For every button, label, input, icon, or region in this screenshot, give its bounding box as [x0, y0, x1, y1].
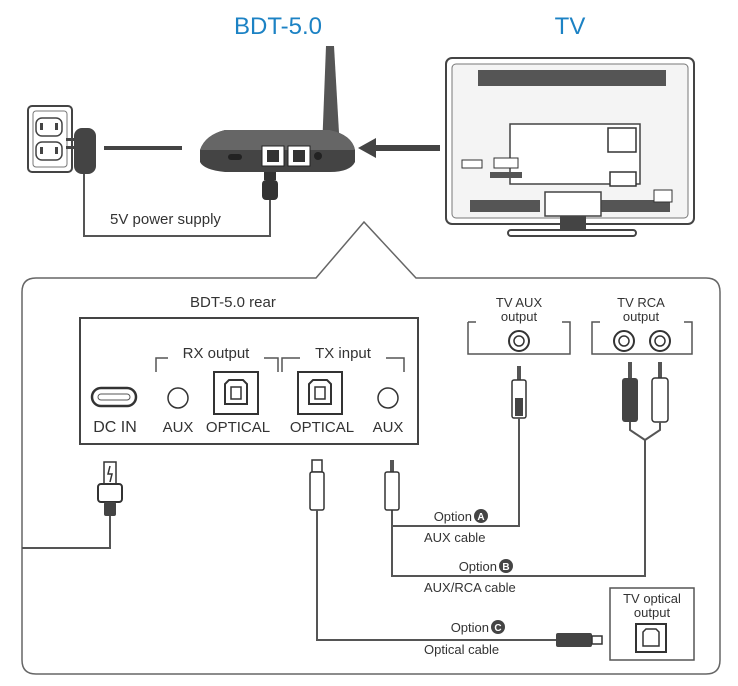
tv-optical-label-1: TV optical — [623, 591, 681, 606]
option-a-label: Option — [434, 509, 472, 524]
aux-plug-icon — [511, 366, 527, 419]
option-c-cable — [316, 510, 556, 641]
rx-aux-label: AUX — [163, 419, 194, 436]
option-b-badge: B — [502, 562, 509, 573]
tx-optical-port-icon — [297, 371, 343, 415]
tx-aux-label: AUX — [373, 419, 404, 436]
option-a-cable-label: AUX cable — [424, 530, 485, 545]
power-adapter-icon — [66, 128, 96, 174]
dc-in-label: DC IN — [93, 419, 137, 436]
bdt-device-icon — [200, 46, 355, 172]
rx-bracket — [155, 357, 279, 372]
tv-optical-port-icon — [635, 623, 667, 653]
callout-frame — [21, 220, 721, 675]
option-b-label: Option — [459, 559, 497, 574]
wall-outlet-icon — [27, 105, 73, 173]
tv-rca-box — [591, 321, 693, 355]
tv-rca-label-1: TV RCA — [617, 295, 665, 310]
optical-plug-panel-icon — [309, 459, 325, 511]
rx-optical-label: OPTICAL — [206, 419, 270, 436]
option-a-badge: A — [477, 512, 484, 523]
power-dash — [104, 146, 182, 150]
tv-aux-label-2: output — [501, 309, 538, 324]
aux-plug-panel-icon — [384, 460, 400, 511]
tx-aux-port-icon — [377, 387, 399, 409]
option-b-cable-label: AUX/RCA cable — [424, 580, 516, 595]
power-supply-label: 5V power supply — [110, 211, 221, 228]
dc-cable — [22, 516, 111, 549]
dc-plug-icon — [97, 461, 123, 516]
option-a-badge-icon — [474, 509, 488, 523]
tv-rear-icon — [445, 57, 695, 237]
tv-aux-box — [467, 321, 571, 355]
tv-aux-label-1: TV AUX — [496, 295, 543, 310]
rx-output-label: RX output — [183, 345, 251, 362]
option-c-cable-label: Optical cable — [424, 642, 499, 657]
signal-arrow-icon — [358, 138, 440, 158]
tv-title: TV — [555, 13, 586, 40]
device-title: BDT-5.0 — [234, 13, 322, 40]
tv-rca-label-2: output — [623, 309, 660, 324]
tx-input-label: TX input — [315, 345, 372, 362]
option-c-badge: C — [494, 623, 501, 634]
option-c-label: Option — [451, 620, 489, 635]
option-b-cable — [391, 422, 661, 577]
rca-plugs-icon — [622, 362, 669, 423]
tv-optical-label-2: output — [634, 605, 671, 620]
rx-aux-port-icon — [167, 387, 189, 409]
optical-plug-tv-icon — [556, 633, 603, 647]
rear-label: BDT-5.0 rear — [190, 294, 276, 311]
tx-bracket — [281, 357, 405, 372]
power-cable — [83, 174, 271, 237]
tx-optical-label: OPTICAL — [290, 419, 354, 436]
option-b-badge-icon — [499, 559, 513, 573]
dc-plug-top-icon — [262, 172, 278, 200]
rx-optical-port-icon — [213, 371, 259, 415]
option-c-badge-icon — [491, 620, 505, 634]
